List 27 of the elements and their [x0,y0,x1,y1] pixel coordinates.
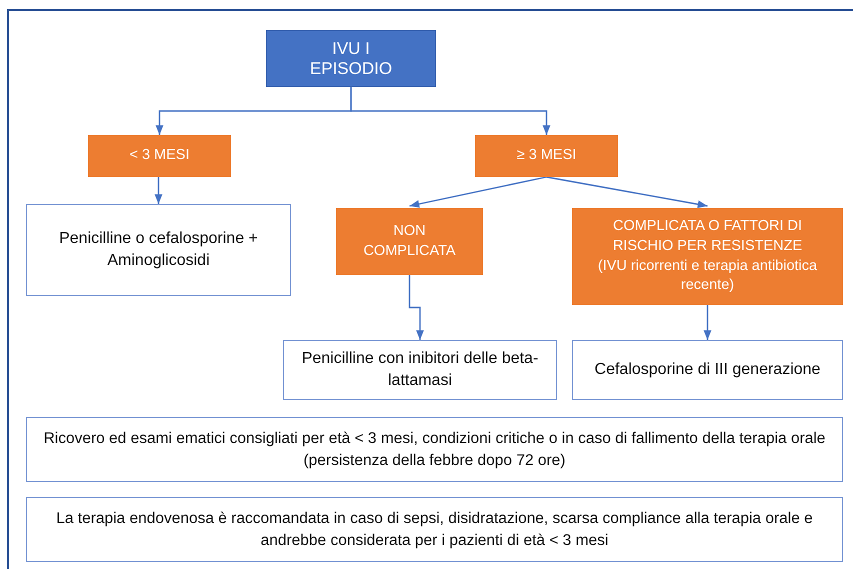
node-note: (IVU ricorrenti e terapia antibiotica recente) [596,256,818,296]
node-label: ≥ 3 MESI [516,146,576,166]
start-box [266,30,436,87]
category-box [88,135,231,177]
note-box [26,497,843,562]
treatment-box [283,340,557,400]
arrow [350,87,550,135]
node-label: La terapia endovenosa è raccomandata in caso di sepsi, disidratazione, scarsa compliance alla terapia orale e andrebbe considerata per i pazienti di età < 3 mesi [55,508,814,550]
note-box [26,417,843,482]
arrow [154,177,162,204]
node-label: IVU I EPISODIO [310,38,392,78]
category-box [336,208,483,275]
arrow [704,305,712,340]
node-label: Penicilline o cefalosporine + Aminoglicosidi [58,228,259,271]
category-box [572,208,843,305]
node-label: NON COMPLICATA [362,222,457,260]
category-box [475,135,618,177]
treatment-box [26,204,291,296]
node-label: COMPLICATA O FATTORI DI RISCHIO PER RESISTENZE [612,217,804,256]
arrow [408,275,424,340]
node-label: Cefalosporine di III generazione [594,360,820,380]
arrow [546,176,708,208]
node-label: < 3 MESI [129,146,190,166]
arrow [409,176,547,208]
node-label: Ricovero ed esami ematici consigliati per età < 3 mesi, condizioni critiche o in caso di fallimento della terapia orale (persistenza della febbre dopo 72 ore) [42,428,826,470]
treatment-box [572,340,843,400]
node-label: Penicilline con inibitori delle beta-lattamasi [300,348,540,391]
